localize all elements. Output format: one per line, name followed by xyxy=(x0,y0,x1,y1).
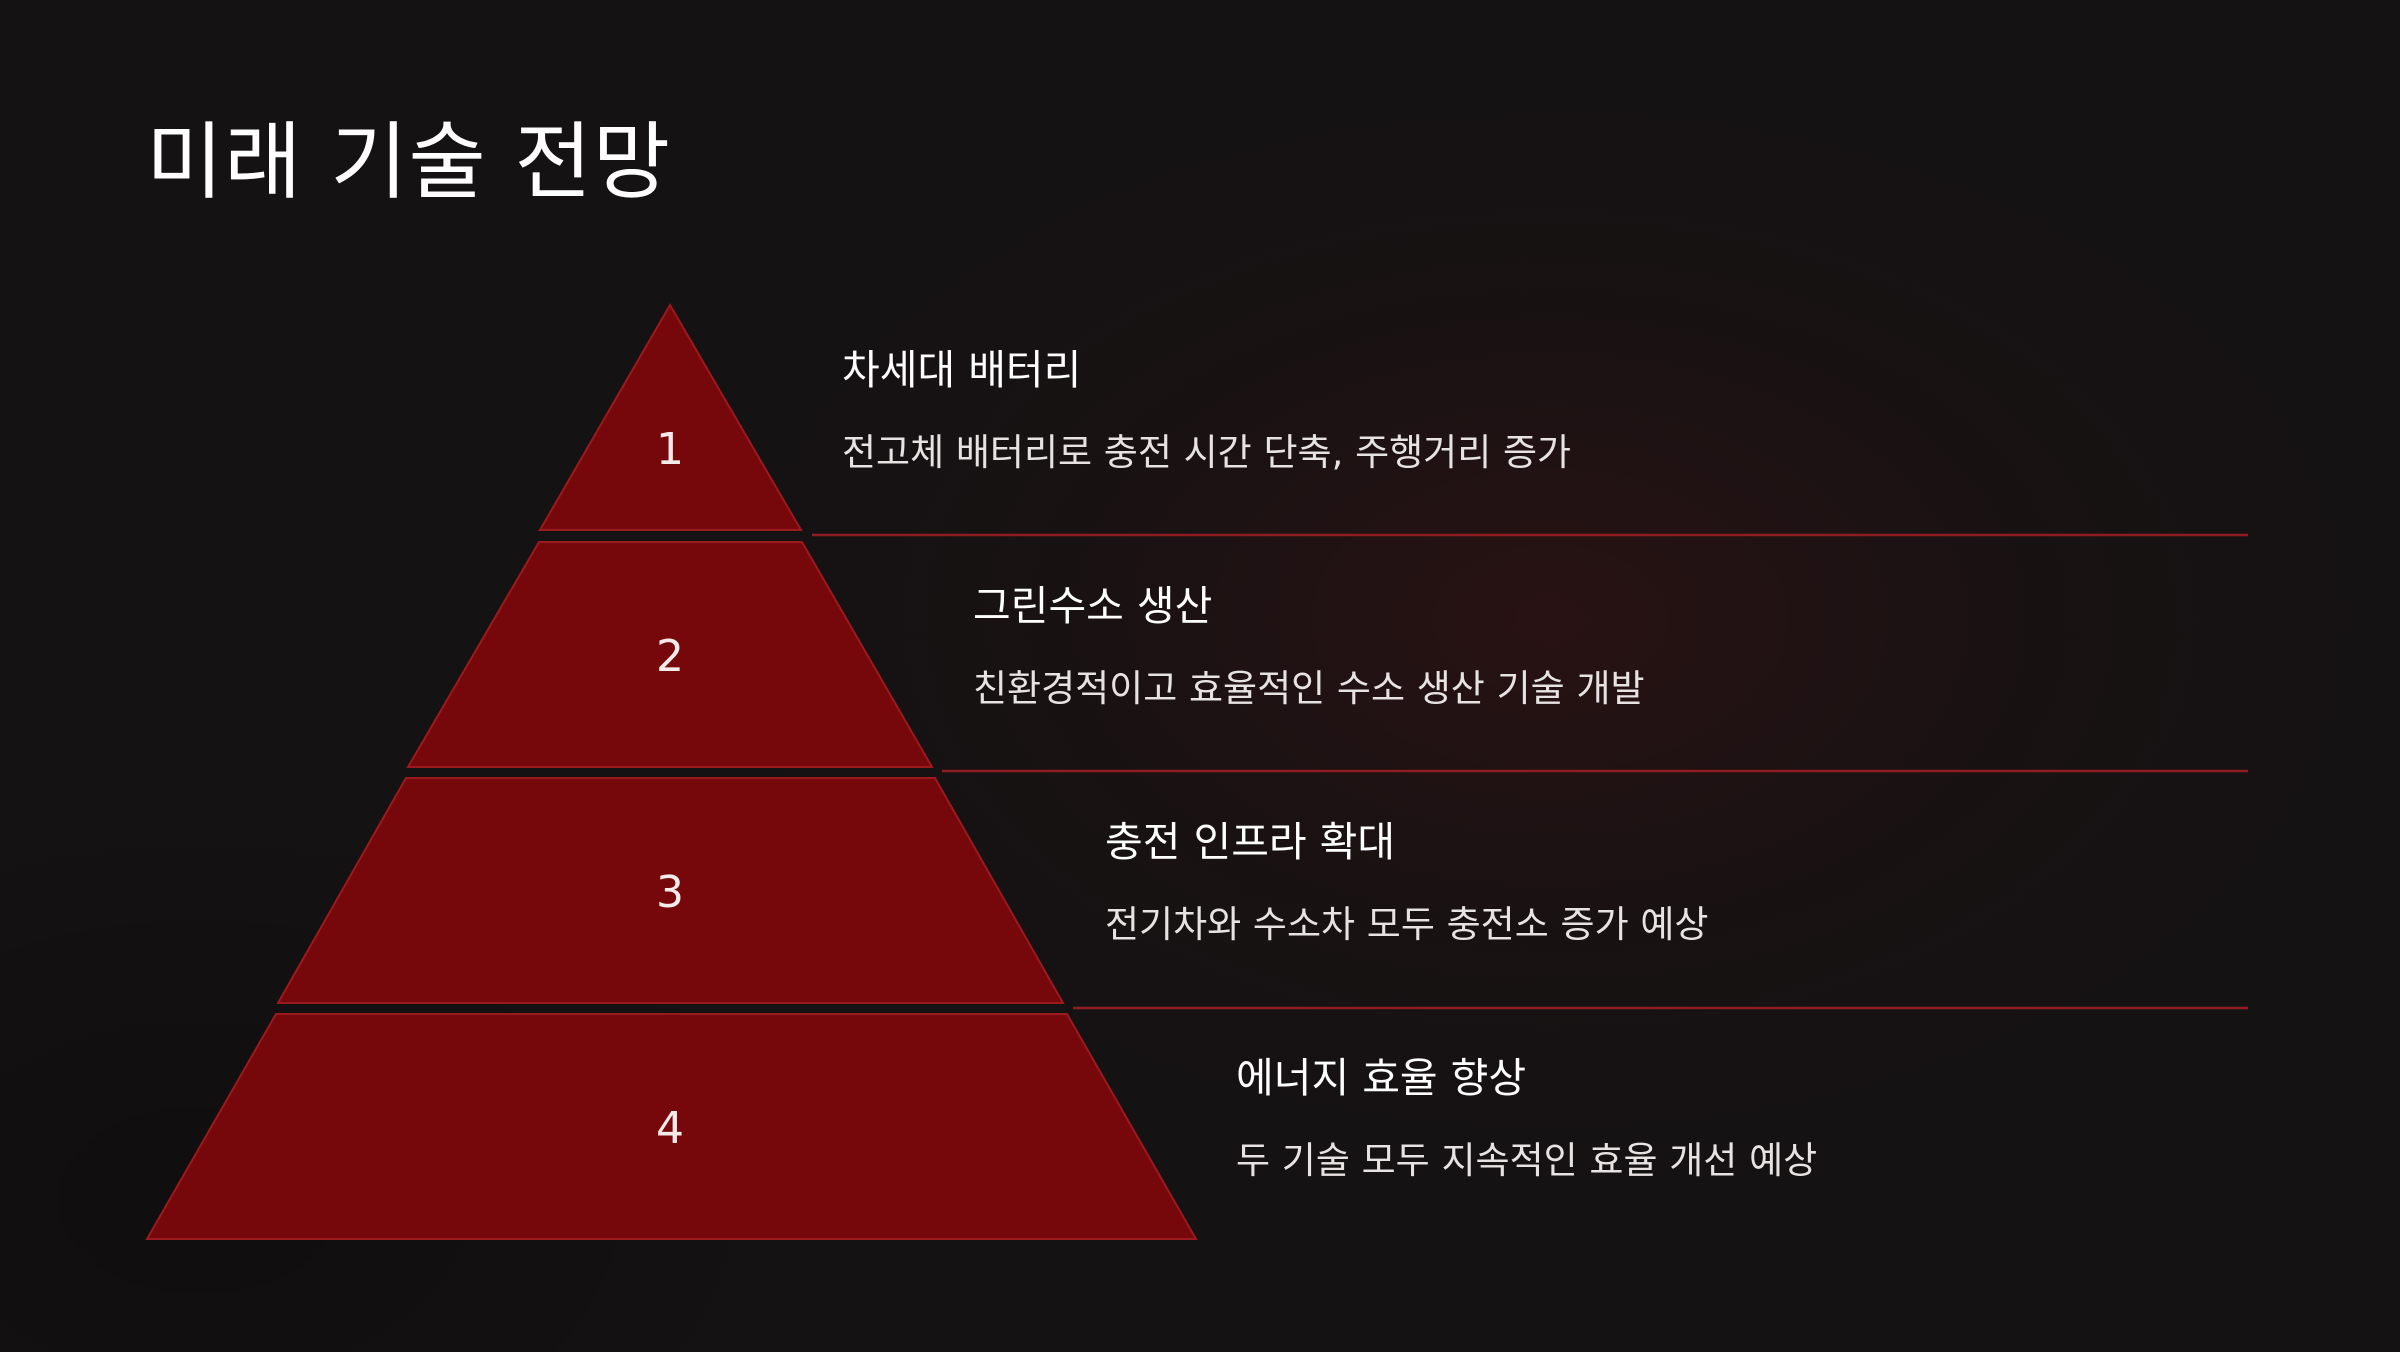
pyramid-tier-1 xyxy=(538,303,803,531)
level-3-text: 충전 인프라 확대 전기차와 수소차 모두 충전소 증가 예상 xyxy=(1105,818,1708,948)
pyramid-tier-4 xyxy=(145,1013,1198,1240)
level-2-heading: 그린수소 생산 xyxy=(973,582,1213,630)
tier-4-number: 4 xyxy=(656,1103,684,1154)
tier-3-number: 3 xyxy=(656,867,684,918)
pyramid-tier-2 xyxy=(406,541,934,768)
level-4-text: 에너지 효율 향상 두 기술 모두 지속적인 효율 개선 예상 xyxy=(1236,1054,1817,1184)
level-1-description: 전고체 배터리로 충전 시간 단축, 주행거리 증가 xyxy=(842,431,1572,475)
tier-2-number: 2 xyxy=(656,631,684,682)
pyramid-tier-3 xyxy=(276,777,1065,1004)
tier-1-number: 1 xyxy=(656,424,684,475)
level-2-description: 친환경적이고 효율적인 수소 생산 기술 개발 xyxy=(973,667,1645,711)
page-title: 미래 기술 전망 xyxy=(146,113,672,211)
level-1-heading: 차세대 배터리 xyxy=(842,346,1082,394)
level-3-description: 전기차와 수소차 모두 충전소 증가 예상 xyxy=(1105,903,1709,947)
level-4-heading: 에너지 효율 향상 xyxy=(1236,1054,1527,1102)
level-2-text: 그린수소 생산 친환경적이고 효율적인 수소 생산 기술 개발 xyxy=(973,582,1645,712)
level-1-text: 차세대 배터리 전고체 배터리로 충전 시간 단축, 주행거리 증가 xyxy=(842,346,1571,476)
level-4-description: 두 기술 모두 지속적인 효율 개선 예상 xyxy=(1236,1139,1818,1183)
level-3-heading: 충전 인프라 확대 xyxy=(1105,818,1396,866)
